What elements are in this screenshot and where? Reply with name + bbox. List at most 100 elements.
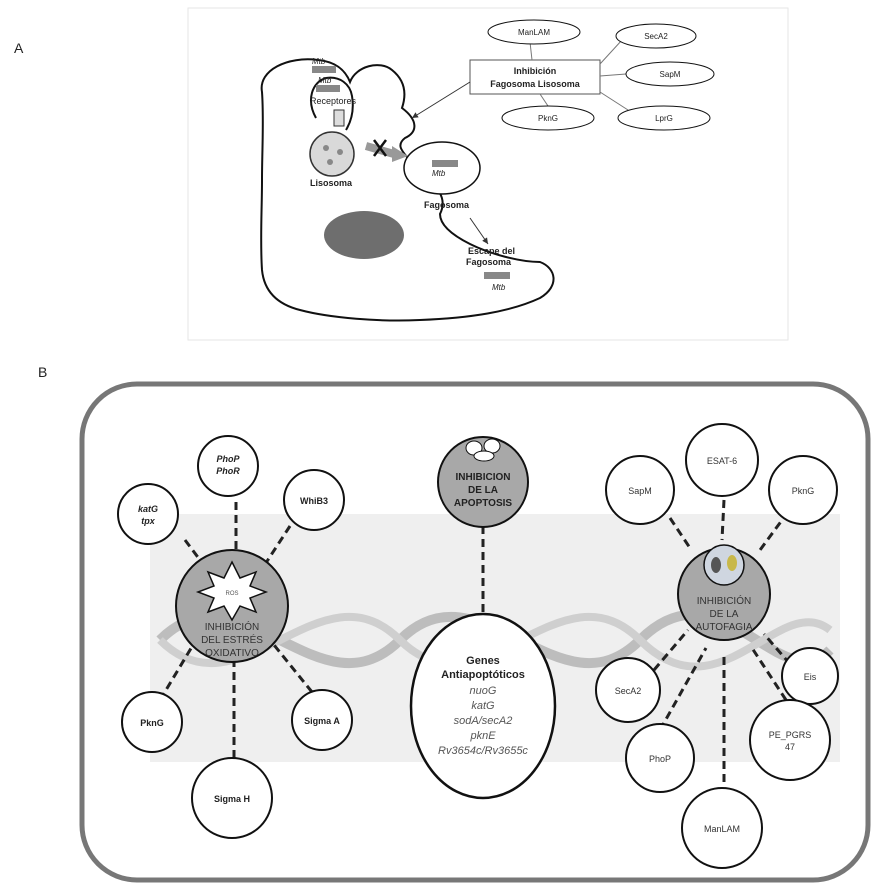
gene-item: Rv3654c/Rv3655c xyxy=(438,745,528,757)
escape-label-line1: Escape del xyxy=(468,246,515,256)
lysosome xyxy=(309,131,355,177)
inhibition-arrow xyxy=(411,81,471,119)
genes-title-line2: Antiapoptóticos xyxy=(441,669,525,681)
seca2-node xyxy=(615,23,697,49)
manlam-node xyxy=(487,19,581,45)
inhibition-label-line2: Fagosoma Lisosoma xyxy=(490,79,581,89)
mtb-label: Mtb xyxy=(492,283,506,292)
pe-pgrs47-node xyxy=(749,699,831,781)
fusion-arrowhead xyxy=(392,146,408,162)
phop-phor-node xyxy=(197,435,259,497)
sapm-label: SapM xyxy=(660,70,681,79)
autophagosome-cargo xyxy=(727,555,737,571)
inhibition-box xyxy=(469,59,601,95)
phop-node-right xyxy=(625,723,695,793)
gene-item: katG xyxy=(471,700,495,712)
sigma-a-node xyxy=(291,689,353,751)
gene-item: sodA/secA2 xyxy=(454,715,513,727)
receptores-label: Receptores xyxy=(310,96,357,106)
mtb-label: Mtb xyxy=(432,169,446,178)
apoptosis-hub xyxy=(437,436,529,528)
eis-label: Eis xyxy=(804,672,817,682)
connector-line xyxy=(599,73,627,77)
receptor-icon xyxy=(333,109,345,127)
mtb-bar-phagosome xyxy=(432,160,458,167)
pe-pgrs-label-line2: 47 xyxy=(785,742,795,752)
whib3-node xyxy=(283,469,345,531)
panel-b: ROS INHIBICIÓN DEL ESTRÉS OXIDATIVO katG… xyxy=(79,381,871,883)
inhibition-label-line1: Inhibición xyxy=(514,66,557,76)
apoptosis-hub-line1: INHIBICION xyxy=(456,472,511,483)
sigma-h-node xyxy=(191,757,273,839)
sapm-node-right xyxy=(605,455,675,525)
lysosome-granule xyxy=(337,149,343,155)
connector-line xyxy=(529,41,533,61)
pkng-node-right xyxy=(768,455,838,525)
pkng-node xyxy=(501,105,595,131)
pkng-left-label: PknG xyxy=(140,718,164,728)
panel-a-label: A xyxy=(14,40,24,56)
katg-label: katG xyxy=(138,504,158,514)
block-x-icon xyxy=(373,139,387,157)
manlam-right-label: ManLAM xyxy=(704,824,740,834)
connector-line xyxy=(599,39,623,65)
oxidative-hub-line2: DEL ESTRÉS xyxy=(201,633,263,646)
lysosome-granule xyxy=(323,145,329,151)
nucleus xyxy=(324,211,404,259)
manlam-node-right xyxy=(681,787,763,869)
pkng-right-label: PknG xyxy=(792,486,815,496)
connector-line xyxy=(539,93,549,107)
katg-tpx-node xyxy=(117,483,179,545)
esat6-node xyxy=(685,423,759,497)
lprg-label: LprG xyxy=(655,114,673,123)
mtb-bar-escape xyxy=(484,272,510,279)
esat6-label: ESAT-6 xyxy=(707,456,737,466)
apoptosis-hub-line3: APOPTOSIS xyxy=(454,498,512,509)
invagination xyxy=(310,76,354,131)
phagosome xyxy=(403,141,481,195)
phor-label: PhoR xyxy=(216,466,240,476)
whib3-label: WhiB3 xyxy=(300,496,328,506)
tpx-label: tpx xyxy=(141,516,155,526)
gene-item: nuoG xyxy=(470,685,497,697)
apoptosis-hub-line2: DE LA xyxy=(468,485,498,496)
oxidative-hub-line1: INHIBICIÓN xyxy=(205,620,259,633)
oxidative-hub-line3: OXIDATIVO xyxy=(205,648,259,659)
autophagy-hub-line3: AUTOFAGIA xyxy=(695,622,752,633)
sapm-right-label: SapM xyxy=(628,486,652,496)
autophagy-hub-line2: DE LA xyxy=(710,609,739,620)
panel-a: Mtb Mtb Receptores Lisosoma Mtb Fagosoma… xyxy=(187,7,789,341)
apoptosis-icon xyxy=(465,438,501,462)
autophagosome-cargo xyxy=(711,557,721,573)
seca2-label: SecA2 xyxy=(644,32,668,41)
lprg-node xyxy=(617,105,711,131)
sigma-h-label: Sigma H xyxy=(214,794,250,804)
seca2-node-right xyxy=(595,657,661,723)
genes-title-line1: Genes xyxy=(466,655,500,667)
pkng-node-left xyxy=(121,691,183,753)
eis-node xyxy=(781,647,839,705)
connector-line xyxy=(599,91,629,111)
fagosoma-label: Fagosoma xyxy=(424,200,470,210)
escape-arrow xyxy=(469,217,489,245)
mtb-bar-2 xyxy=(316,85,340,92)
mtb-label: Mtb xyxy=(318,76,332,85)
ros-burst-icon xyxy=(195,560,269,622)
lisosoma-label: Lisosoma xyxy=(310,178,353,188)
phop-right-label: PhoP xyxy=(649,754,671,764)
escape-label-line2: Fagosoma xyxy=(466,257,512,267)
autophagy-hub-line1: INHIBICIÓN xyxy=(697,594,751,607)
gene-item: pknE xyxy=(469,730,496,742)
sigma-a-label: Sigma A xyxy=(304,716,340,726)
pe-pgrs-label-line1: PE_PGRS xyxy=(769,730,812,740)
ros-label: ROS xyxy=(225,591,238,597)
mtb-bar-1 xyxy=(312,66,336,73)
mtb-label: Mtb xyxy=(312,57,326,66)
autophagosome-icon xyxy=(703,544,745,586)
seca2-right-label: SecA2 xyxy=(615,686,642,696)
lysosome-granule xyxy=(327,159,333,165)
panel-b-label: B xyxy=(38,364,48,380)
pkng-label: PknG xyxy=(538,114,558,123)
antiapoptotic-genes-node xyxy=(409,612,557,800)
